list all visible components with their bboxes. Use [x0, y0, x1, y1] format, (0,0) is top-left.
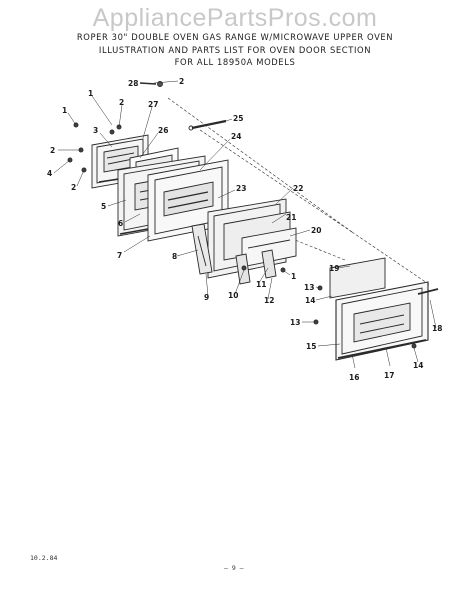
- callout-2-lower: 2: [71, 183, 76, 192]
- callout-20: 20: [311, 226, 321, 235]
- callout-6: 6: [118, 219, 123, 228]
- callout-2-left: 2: [50, 146, 55, 155]
- callout-28: 28: [128, 79, 138, 88]
- hinge-channel: [191, 223, 213, 275]
- callout-17: 17: [384, 371, 394, 380]
- diagram-title-line-2: ILLUSTRATION AND PARTS LIST FOR OVEN DOO…: [98, 45, 372, 55]
- print-date: 10.2.84: [30, 554, 58, 562]
- callout-labels: 28 2 1 2 27 1 25 3 26 24 2 4 2 23 22 5 2…: [47, 77, 442, 382]
- callout-25: 25: [233, 114, 243, 123]
- watermark-logo: AppliancePartsPros.com: [92, 4, 378, 32]
- callout-1-left: 1: [62, 106, 67, 115]
- callout-4: 4: [47, 169, 52, 178]
- callout-16: 16: [349, 373, 359, 382]
- callout-2-top: 2: [179, 77, 184, 86]
- callout-13-lower: 13: [290, 318, 300, 327]
- callout-leader-lines: [53, 80, 437, 369]
- callout-26: 26: [158, 126, 168, 135]
- callout-14-upper: 14: [305, 296, 315, 305]
- callout-21: 21: [286, 213, 296, 222]
- hinge-bracket-parts: [235, 249, 286, 285]
- page-number: — 9 —: [224, 564, 244, 572]
- callout-10: 10: [228, 291, 238, 300]
- top-screw-part: [139, 81, 163, 87]
- callout-7: 7: [117, 251, 122, 260]
- diagram-title-line-3: FOR ALL 18950A MODELS: [174, 57, 296, 67]
- callout-11: 11: [256, 280, 266, 289]
- callout-23: 23: [236, 184, 246, 193]
- lower-door-frame: [329, 257, 439, 361]
- callout-14-lower: 14: [413, 361, 423, 370]
- callout-12: 12: [264, 296, 274, 305]
- callout-18: 18: [432, 324, 442, 333]
- callout-22: 22: [293, 184, 303, 193]
- callout-13-upper: 13: [304, 283, 314, 292]
- callout-3: 3: [93, 126, 98, 135]
- door-handle-rod: [188, 119, 227, 131]
- callout-24: 24: [231, 132, 241, 141]
- callout-27: 27: [148, 100, 158, 109]
- callout-9: 9: [204, 293, 209, 302]
- callout-1-upper: 1: [88, 89, 93, 98]
- diagram-title-line-1: ROPER 30" DOUBLE OVEN GAS RANGE W/MICROW…: [76, 32, 394, 42]
- callout-15: 15: [306, 342, 316, 351]
- callout-8: 8: [172, 252, 177, 261]
- window-glass-layers: [223, 211, 297, 268]
- callout-1-right: 1: [291, 272, 296, 281]
- callout-2-upper: 2: [119, 98, 124, 107]
- callout-5: 5: [101, 202, 106, 211]
- callout-19: 19: [329, 264, 339, 273]
